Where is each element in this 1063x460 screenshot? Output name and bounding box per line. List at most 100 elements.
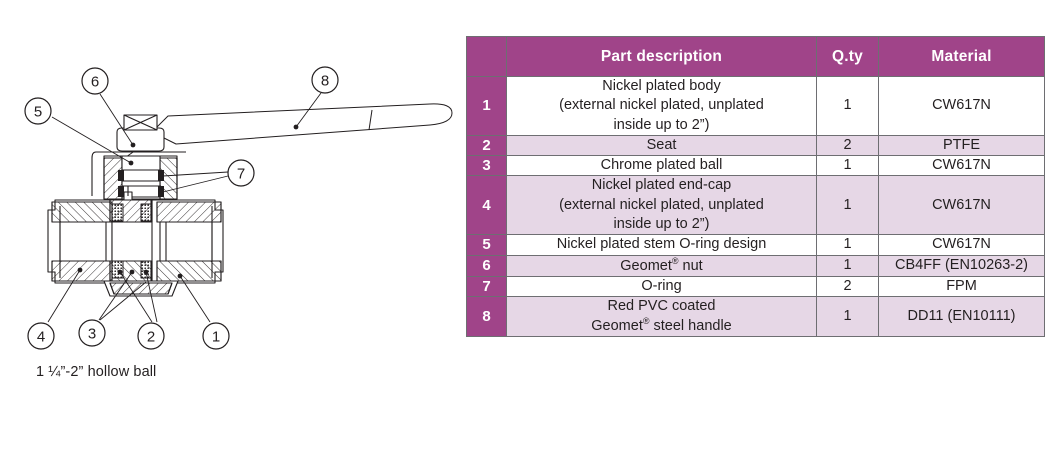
cell-part-description: O-ring [506,275,817,297]
cell-material: DD11 (EN10111) [878,295,1045,338]
cell-part-index: 4 [466,175,507,236]
description-line: Geomet® steel handle [591,316,732,335]
callout-3: 3 [78,319,106,347]
cell-part-index: 2 [466,134,507,157]
handle-shape [125,103,453,158]
description-line: (external nickel plated, unplated [559,196,764,213]
cell-part-index: 8 [466,295,507,338]
cell-part-description: Nickel plated body (external nickel plate… [506,76,817,136]
leader-lines [47,92,322,323]
description-line: Chrome plated ball [600,157,723,174]
valve-cross-section-svg: 1 2 3 4 5 6 7 8 [24,66,453,350]
column-header-material: Material [878,36,1045,77]
callout-6: 6 [81,67,109,95]
cell-part-index: 5 [466,234,507,256]
cell-quantity: 1 [816,234,879,256]
table-row: 1 Nickel plated body (external nickel plat… [466,76,1045,136]
description-line: Nickel plated end-cap [591,177,732,194]
callout-circle-8 [311,66,339,94]
callout-circle-6 [81,67,109,95]
cell-material: FPM [878,275,1045,297]
leader-dots [77,124,299,279]
cell-part-description: Geomet® nut [506,254,817,277]
valve-technical-drawing: 1 2 3 4 5 6 7 8 1 ¼”-2” hollow ball [0,0,460,460]
valve-body-shape [47,186,224,297]
cell-material: CW617N [878,234,1045,256]
column-header-index [466,36,507,77]
seat-outlines [111,203,153,279]
callout-circle-7 [227,159,255,187]
table-body: 1 Nickel plated body (external nickel plat… [466,76,1045,338]
description-line: O-ring [641,277,682,294]
callout-circle-2 [137,322,165,350]
callout-label-1: 1 [212,329,220,346]
callout-bubbles: 1 2 3 4 5 6 7 8 [24,66,339,350]
seat-shapes [112,204,152,278]
callout-circle-3 [78,319,106,347]
hex-nut-shape [116,114,165,152]
column-header-qty: Q.ty [816,36,879,77]
cell-part-index: 1 [466,76,507,136]
stem-assembly [91,151,186,200]
callout-1: 1 [202,322,230,350]
callout-7: 7 [227,159,255,187]
cell-quantity: 1 [816,155,879,177]
cell-quantity: 1 [816,295,879,338]
description-line: inside up to 2”) [613,116,710,133]
cell-quantity: 1 [816,175,879,236]
cell-material: PTFE [878,134,1045,157]
cell-part-description: Seat [506,134,817,157]
cell-quantity: 1 [816,254,879,277]
cell-material: CW617N [878,76,1045,136]
callout-label-6: 6 [91,74,99,91]
callout-8: 8 [311,66,339,94]
callout-label-4: 4 [37,329,45,346]
cell-part-index: 3 [466,155,507,177]
cell-quantity: 2 [816,134,879,157]
description-line: inside up to 2”) [613,215,710,232]
cell-material: CW617N [878,175,1045,236]
registered-mark: ® [642,316,650,327]
cell-quantity: 1 [816,76,879,136]
cell-part-index: 7 [466,275,507,297]
description-line: Seat [646,136,677,153]
description-line: Nickel plated stem O-ring design [556,236,767,253]
cell-quantity: 2 [816,275,879,297]
table-header-row: Part description Q.ty Material [466,36,1045,77]
callout-label-2: 2 [147,329,155,346]
callout-2: 2 [137,322,165,350]
registered-mark: ® [671,255,679,266]
drawing-caption: 1 ¼”-2” hollow ball [36,364,157,380]
callout-circle-1 [202,322,230,350]
cell-part-description: Nickel plated stem O-ring design [506,234,817,256]
callout-circle-5 [24,97,52,125]
description-line: Geomet® nut [620,255,703,274]
description-line: Red PVC coated [607,297,716,314]
callout-label-3: 3 [88,326,96,343]
table-row: 4 Nickel plated end-cap (external nickel p… [466,175,1045,236]
description-line: (external nickel plated, unplated [559,97,764,114]
cell-part-description: Nickel plated end-cap (external nickel pl… [506,175,817,236]
callout-label-8: 8 [321,73,329,90]
callout-label-7: 7 [237,166,245,183]
callout-4: 4 [27,322,55,350]
table-head: Part description Q.ty Material [466,36,1045,77]
description-line: Nickel plated body [602,78,721,94]
cell-material: CB4FF (EN10263-2) [878,254,1045,277]
column-header-part-description: Part description [506,36,817,77]
cell-part-description: Chrome plated ball [506,155,817,177]
cell-part-index: 6 [466,254,507,277]
cell-material: CW617N [878,155,1045,177]
callout-5: 5 [24,97,52,125]
callout-circle-4 [27,322,55,350]
